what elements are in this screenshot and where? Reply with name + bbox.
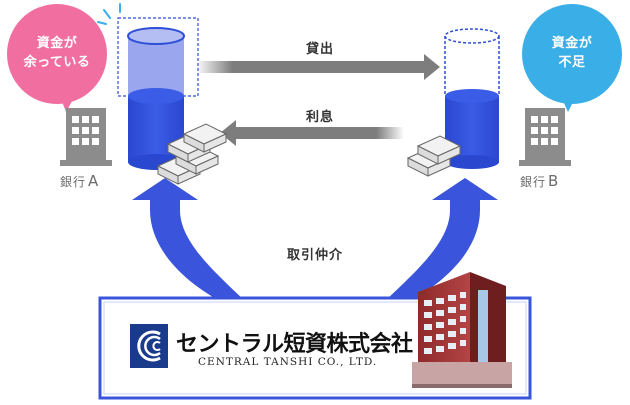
- lending-label: 貸出: [305, 42, 334, 57]
- interest-label: 利息: [305, 110, 334, 125]
- shortage-bubble-line1: 資金が: [551, 36, 593, 51]
- sparkle-lines: [97, 3, 121, 25]
- office-building-image: [412, 272, 512, 388]
- brokerage-arrow-right: [386, 178, 498, 300]
- money-stack-icon: [406, 135, 462, 177]
- shortage-bubble-line2: 不足: [558, 55, 586, 70]
- surplus-bubble-line1: 資金が: [36, 36, 78, 51]
- surplus-speech-bubble: [7, 4, 107, 112]
- shortage-speech-bubble: [522, 4, 622, 112]
- interest-arrow: [220, 120, 404, 146]
- company-name-ja: セントラル短資株式会社: [176, 332, 413, 357]
- company-logo-icon: [130, 324, 168, 368]
- brokerage-arrow-left: [132, 178, 244, 300]
- bank-a-building-icon: [60, 108, 112, 166]
- bank-b-label-text: 銀行: [520, 175, 547, 189]
- bank-a-label-text: 銀行: [60, 175, 87, 189]
- brokerage-label: 取引仲介: [286, 248, 343, 263]
- bank-b-letter: B: [548, 172, 560, 190]
- lending-arrow: [196, 54, 440, 80]
- company-name-en: CENTRAL TANSHI CO., LTD.: [198, 356, 378, 368]
- bank-a-letter: A: [88, 172, 100, 190]
- shortage-bubble-text: 資金が 不足: [522, 34, 622, 72]
- surplus-bubble-text: 資金が 余っている: [7, 34, 107, 72]
- bank-b-building-icon: [519, 108, 571, 166]
- surplus-bubble-line2: 余っている: [23, 55, 91, 70]
- money-stack-icon: [156, 123, 228, 185]
